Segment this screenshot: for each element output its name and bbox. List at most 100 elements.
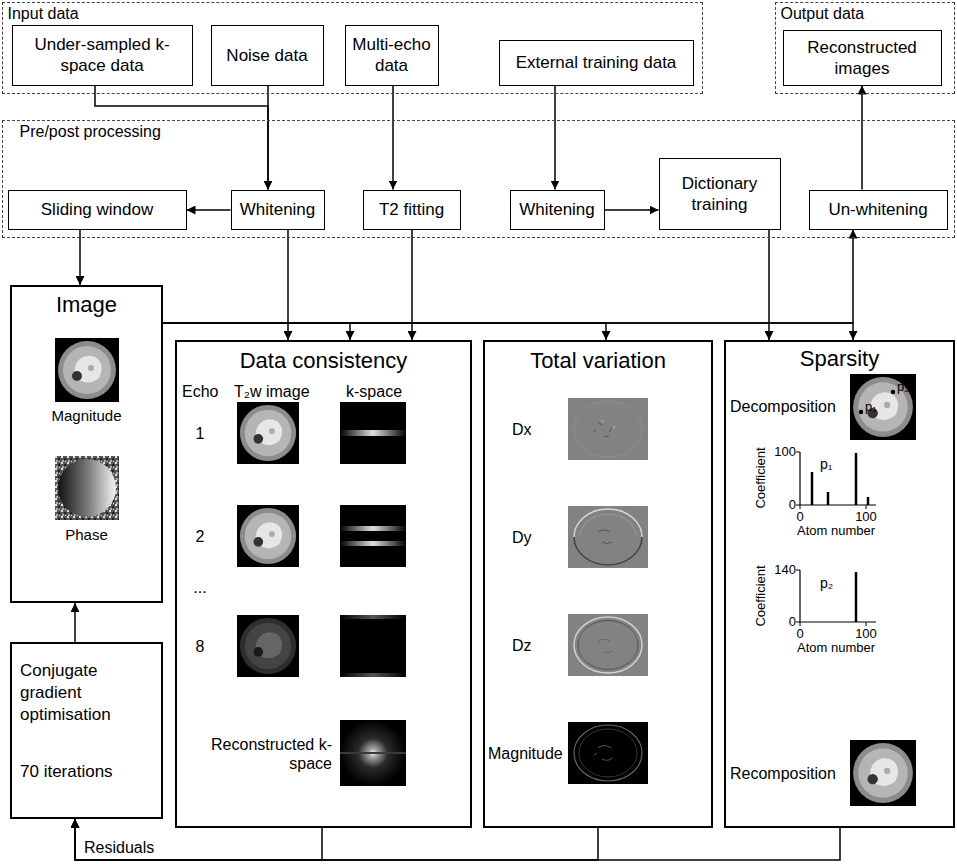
point-label: p₂ — [820, 575, 833, 592]
node-title: Multi-echo data — [351, 34, 433, 76]
node-title: Noise data — [226, 45, 307, 66]
node-title: Conjugate gradient optimisation — [20, 660, 155, 726]
node-title: Data consistency — [175, 348, 472, 374]
node-title: Input data — [8, 4, 79, 23]
flow-arrow — [605, 209, 659, 211]
process-box: T2 fitting — [363, 190, 461, 230]
bar-chart — [796, 452, 876, 509]
axis-title: Atom number — [791, 640, 881, 656]
node-text: Dz — [512, 636, 532, 655]
node-text: Echo — [182, 382, 218, 401]
input-box: Multi-echo data — [345, 25, 439, 86]
flow-arrow — [861, 86, 863, 190]
node-title: Un-whitening — [828, 199, 927, 220]
flow-label: Residuals — [84, 838, 154, 857]
tick-label: 140 — [768, 562, 796, 578]
tick-label: 0 — [768, 614, 796, 630]
process-box: Whitening — [510, 190, 605, 230]
node-text: Recomposition — [730, 764, 836, 783]
node-text: Dx — [512, 420, 532, 439]
point-label: p₁ — [865, 399, 877, 415]
point-label: p₂ — [897, 379, 909, 395]
phase-image — [55, 456, 119, 520]
kspace-image — [340, 720, 406, 786]
group-box: Input dataUnder-sampled k-space data Nois… — [2, 2, 703, 94]
node-title: External training data — [516, 52, 677, 73]
flow-arrow — [187, 209, 231, 211]
point-label: p₁ — [820, 456, 833, 473]
node-title: Whitening — [519, 199, 595, 220]
tick-label: 0 — [788, 626, 812, 642]
node-title: Image — [10, 292, 163, 318]
tick-label: 0 — [788, 509, 812, 525]
kspace-image — [340, 615, 406, 677]
tick-label: 100 — [854, 626, 878, 642]
axis-title: Coefficient — [753, 563, 769, 629]
output-box: Reconstructed images — [783, 30, 942, 86]
flow-arrow — [163, 323, 606, 340]
process-box: Sliding window — [8, 190, 187, 230]
node-text: 1 — [185, 424, 215, 443]
node-title: Under-sampled k-space data — [33, 34, 171, 76]
optimiser-box: Conjugate gradient optimisation 70 iterat… — [10, 642, 163, 819]
image-panel: ImageMagnitudePhase — [10, 285, 163, 603]
group-box: Output dataReconstructed images — [775, 2, 955, 94]
flow-arrow — [267, 86, 269, 190]
term-panel: Total variationDxDyDzMagnitude — [483, 340, 713, 828]
gradient-image — [568, 722, 648, 784]
node-text: Decomposition — [730, 397, 836, 416]
recomposition-image — [850, 740, 916, 806]
magnitude-image — [55, 338, 119, 402]
node-text: 8 — [185, 637, 215, 656]
flow-arrow — [75, 819, 598, 860]
flow-arrow — [768, 230, 770, 341]
decomposition-image — [850, 374, 916, 440]
axis-title: Coefficient — [753, 445, 769, 511]
node-text: Dy — [512, 528, 532, 547]
tick-label: 0 — [768, 497, 796, 513]
echo-image — [237, 505, 299, 567]
node-title: Sliding window — [41, 199, 153, 220]
node-text: Reconstructed k-space — [208, 735, 332, 773]
node-title: Output data — [781, 4, 865, 23]
node-text: Magnitude — [10, 407, 163, 425]
gradient-image — [568, 506, 648, 568]
bar-chart — [796, 570, 876, 626]
echo-image — [237, 402, 299, 464]
flow-arrow — [392, 86, 394, 190]
flow-arrow — [163, 230, 853, 324]
tick-label: 100 — [768, 444, 796, 460]
node-title: Total variation — [483, 348, 713, 374]
node-text: Magnitude — [488, 744, 563, 763]
flow-arrow — [74, 603, 76, 642]
node-title: Dictionary training — [665, 173, 775, 215]
node-text: ... — [185, 578, 215, 597]
node-title: T2 fitting — [379, 199, 444, 220]
gradient-image — [568, 398, 648, 460]
node-title: Sparsity — [724, 346, 955, 372]
input-box: Noise data — [211, 25, 324, 86]
gradient-image — [568, 614, 648, 676]
group-box: Pre/post processingSliding window Whiteni… — [2, 120, 955, 238]
node-text: Phase — [10, 526, 163, 544]
kspace-image — [340, 505, 406, 567]
node-text: 70 iterations — [20, 762, 113, 782]
node-title: Pre/post processing — [20, 122, 161, 141]
node-text: 2 — [185, 527, 215, 546]
flow-arrow — [163, 323, 853, 340]
input-box: External training data — [499, 40, 694, 86]
term-panel: Data consistencyEcho T₂w image k-space 1 2..… — [175, 340, 472, 828]
flow-arrow — [75, 819, 322, 860]
process-box: Whitening — [231, 190, 325, 230]
flow-arrow — [163, 323, 350, 340]
node-text: k-space — [346, 382, 402, 401]
node-text: T₂w image — [234, 382, 310, 401]
point-marker — [859, 410, 863, 414]
process-box: Un-whitening — [809, 190, 948, 230]
axis-title: Atom number — [791, 523, 881, 539]
input-box: Under-sampled k-space data — [12, 25, 193, 86]
node-title: Reconstructed images — [789, 37, 936, 79]
kspace-image — [340, 402, 406, 464]
process-box: Dictionary training — [659, 158, 781, 230]
